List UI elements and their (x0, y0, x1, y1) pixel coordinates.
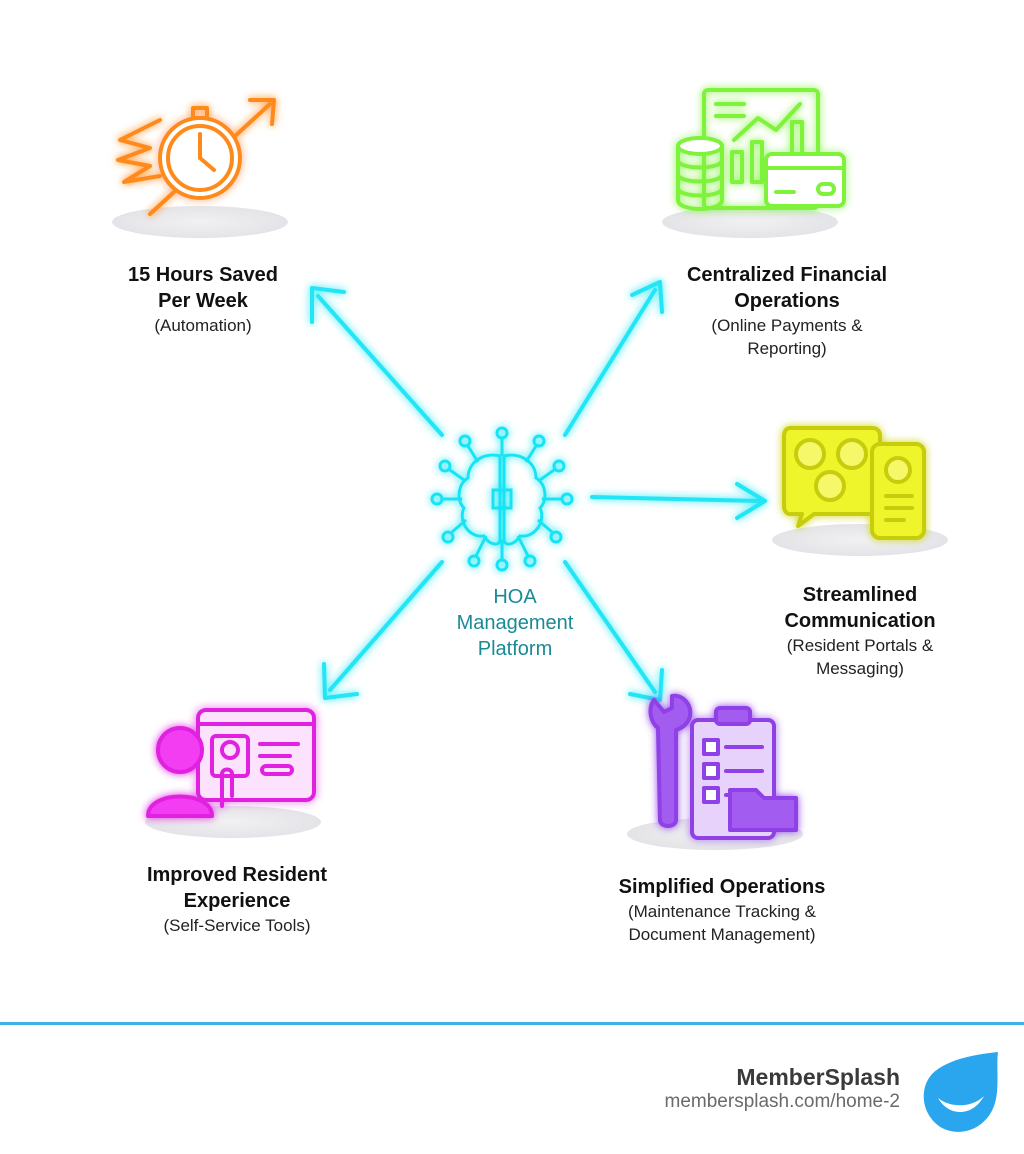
node-finance-text: Centralized Financial Operations (Online… (652, 262, 922, 360)
brand-url[interactable]: membersplash.com/home-2 (664, 1091, 900, 1112)
resident-tablet-icon (146, 708, 316, 818)
node-finance-title: Centralized Financial Operations (686, 264, 888, 312)
node-operations-subtitle: (Maintenance Tracking & Document Managem… (627, 902, 817, 944)
hub-label: HOA Management Platform (456, 586, 574, 660)
node-operations-title: Simplified Operations (618, 876, 826, 898)
node-time-title: 15 Hours Saved Per Week (127, 264, 279, 312)
node-resident-title: Improved Resident Experience (146, 864, 328, 912)
node-communication-subtitle: (Resident Portals & Messaging) (786, 636, 934, 678)
diagram-canvas (112, 88, 948, 850)
brain-circuit-icon (430, 426, 574, 572)
node-time-text: 15 Hours Saved Per Week (Automation) (88, 262, 318, 337)
node-communication-text: Streamlined Communication (Resident Port… (750, 582, 970, 680)
node-resident-subtitle: (Self-Service Tools) (163, 916, 311, 935)
node-operations-text: Simplified Operations (Maintenance Track… (592, 874, 852, 946)
arrow-to-finance (563, 280, 664, 437)
arrow-to-resident (322, 560, 444, 700)
arrow-to-time (310, 286, 444, 437)
node-resident-text: Improved Resident Experience (Self-Servi… (112, 862, 362, 937)
brand-name: MemberSplash (736, 1064, 900, 1090)
node-communication-title: Streamlined Communication (784, 584, 936, 632)
node-time-subtitle: (Automation) (154, 316, 252, 335)
arrow-to-communication (590, 482, 767, 520)
node-finance-subtitle: (Online Payments & Reporting) (711, 316, 863, 358)
finance-dashboard-icon (676, 88, 846, 211)
stopwatch-arrow-icon (116, 98, 276, 216)
arrow-to-operations (563, 560, 664, 702)
arrows (310, 280, 767, 702)
chat-portal-icon (782, 426, 926, 540)
membersplash-logo-icon (923, 1052, 998, 1132)
footer-divider (0, 1022, 1024, 1025)
wrench-clipboard-icon (648, 693, 798, 840)
